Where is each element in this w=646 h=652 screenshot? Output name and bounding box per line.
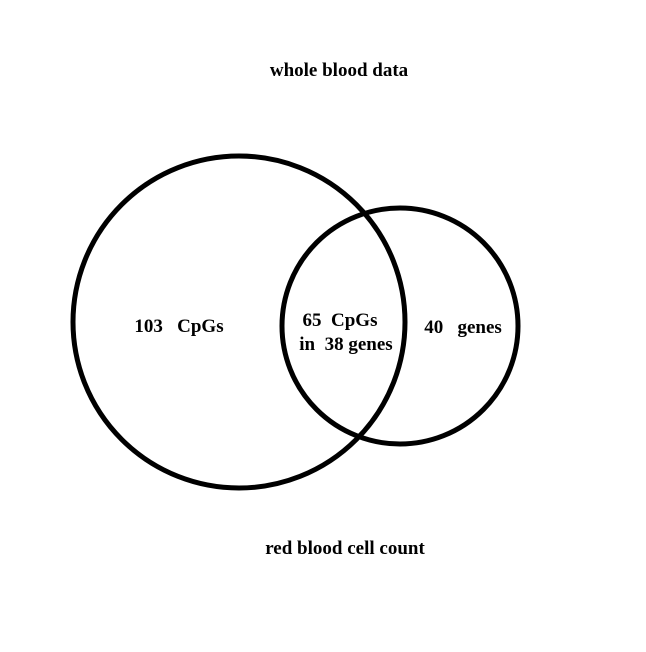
overlap-label-line1: 65 CpGs: [303, 310, 378, 331]
top-set-label: whole blood data: [270, 60, 409, 81]
bottom-set-label: red blood cell count: [265, 538, 425, 559]
whole-blood-circle: [70, 153, 408, 491]
right-only-label: 40 genes: [424, 317, 502, 338]
red-blood-cell-circle: [279, 205, 521, 447]
left-only-label: 103 CpGs: [134, 316, 223, 337]
overlap-label-line2: in 38 genes: [299, 334, 392, 355]
